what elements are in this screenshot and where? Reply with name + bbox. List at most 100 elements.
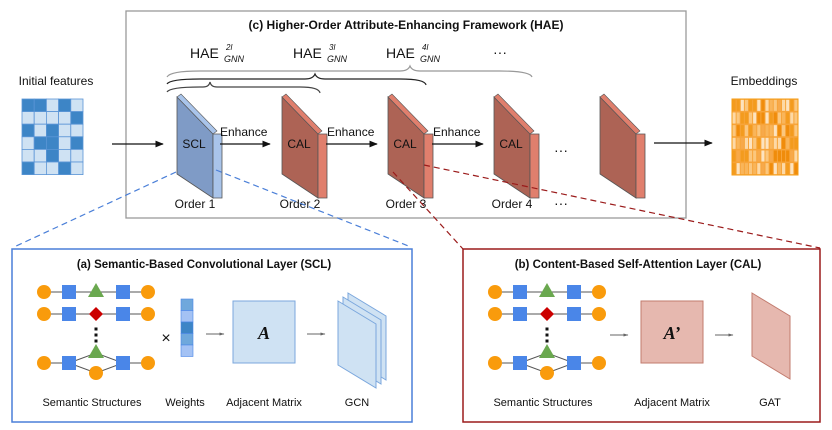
scl-connector-left	[13, 171, 177, 248]
feature-cell	[33, 136, 47, 150]
feature-cell	[70, 161, 84, 176]
ellipsis-dot	[94, 333, 98, 337]
node-square	[567, 285, 581, 299]
embedding-cell	[753, 163, 757, 175]
embedding-cell	[769, 99, 773, 111]
layer-label: CAL	[393, 137, 417, 151]
times-symbol: ×	[161, 330, 170, 347]
embedding-cell	[757, 137, 761, 149]
embedding-cell	[736, 137, 740, 149]
layer-side-face	[529, 133, 540, 199]
feature-cell	[33, 161, 47, 176]
embedding-cell	[753, 125, 757, 137]
layer-top-edge	[493, 93, 535, 135]
gat-layer-icon	[751, 292, 791, 380]
embedding-cell	[765, 137, 769, 149]
feature-cell	[21, 161, 35, 176]
hae-label-2: HAE 2l GNN	[190, 43, 245, 64]
embedding-cell	[757, 125, 761, 137]
embedding-cell	[777, 163, 781, 175]
embedding-cell	[749, 163, 753, 175]
weight-cell	[180, 333, 194, 346]
feature-cell	[70, 148, 84, 163]
svg-text:GNN: GNN	[327, 54, 348, 64]
node-square	[62, 356, 76, 370]
node-circle	[488, 307, 502, 321]
order-label: Order 1	[175, 197, 216, 211]
cal-connector-left	[392, 171, 464, 250]
embedding-cell	[740, 163, 744, 175]
embedding-cell	[753, 137, 757, 149]
embedding-cell	[790, 112, 794, 124]
embedding-cell	[740, 112, 744, 124]
layer-ellipsis: ···	[554, 142, 568, 158]
embedding-cell	[753, 112, 757, 124]
feature-cell	[46, 136, 60, 150]
framework-title: (c) Higher-Order Attribute-Enhancing Fra…	[249, 18, 564, 32]
node-circle	[488, 285, 502, 299]
initial-features-grid	[21, 98, 84, 176]
embedding-cell	[786, 163, 790, 175]
feature-cell	[21, 98, 35, 113]
feature-cell	[58, 111, 72, 125]
embedding-cell	[773, 99, 777, 111]
embeddings-border	[731, 98, 799, 176]
svg-text:Enhance: Enhance	[220, 125, 268, 139]
embedding-cell	[732, 112, 736, 124]
layer-label: CAL	[499, 137, 523, 151]
weights-vector	[180, 298, 194, 357]
embedding-cell	[790, 150, 794, 162]
feature-cell	[58, 161, 72, 176]
panel-scl-title: (a) Semantic-Based Convolutional Layer (…	[77, 259, 331, 271]
ellipsis-dot	[94, 327, 98, 331]
gcn-stack-icon	[337, 292, 387, 389]
node-triangle	[88, 344, 104, 358]
svg-text:2l: 2l	[225, 43, 232, 52]
embedding-cell	[773, 125, 777, 137]
embedding-cell	[773, 163, 777, 175]
embedding-cell	[786, 112, 790, 124]
embeddings-grid	[731, 98, 799, 176]
node-square	[513, 307, 527, 321]
embedding-cell	[761, 163, 765, 175]
caption-gcn: GCN	[345, 397, 370, 409]
embedding-cell	[782, 112, 786, 124]
node-square	[62, 307, 76, 321]
svg-text:HAE: HAE	[386, 45, 415, 61]
embedding-cell	[769, 137, 773, 149]
embedding-cell	[732, 163, 736, 175]
embedding-cell	[744, 99, 748, 111]
embedding-cell	[769, 163, 773, 175]
framework-box	[125, 10, 687, 219]
node-circle	[592, 356, 606, 370]
embedding-cell	[749, 112, 753, 124]
node-circle	[488, 356, 502, 370]
embedding-cell	[736, 150, 740, 162]
embedding-cell	[744, 163, 748, 175]
embedding-cell	[794, 99, 798, 111]
layer-top-edge	[387, 93, 429, 135]
caption-semantic-structures: Semantic Structures	[42, 397, 142, 409]
embedding-cell	[794, 163, 798, 175]
brace-order-2	[166, 81, 321, 94]
embedding-cell	[757, 150, 761, 162]
feature-cell	[33, 148, 47, 163]
embedding-cell	[744, 112, 748, 124]
layer-side-face	[317, 133, 328, 199]
ellipsis-dot	[545, 327, 549, 331]
embedding-cell	[782, 150, 786, 162]
scl-semantic-structures	[37, 283, 155, 380]
feature-cell	[33, 123, 47, 138]
embedding-cell	[732, 125, 736, 137]
embedding-cell	[744, 137, 748, 149]
embedding-cell	[736, 99, 740, 111]
node-square	[513, 356, 527, 370]
node-square	[567, 356, 581, 370]
weight-cell	[180, 344, 194, 357]
svg-text:3l: 3l	[329, 43, 335, 52]
hae-label-4: HAE 4l GNN	[386, 43, 441, 64]
embedding-cell	[744, 125, 748, 137]
